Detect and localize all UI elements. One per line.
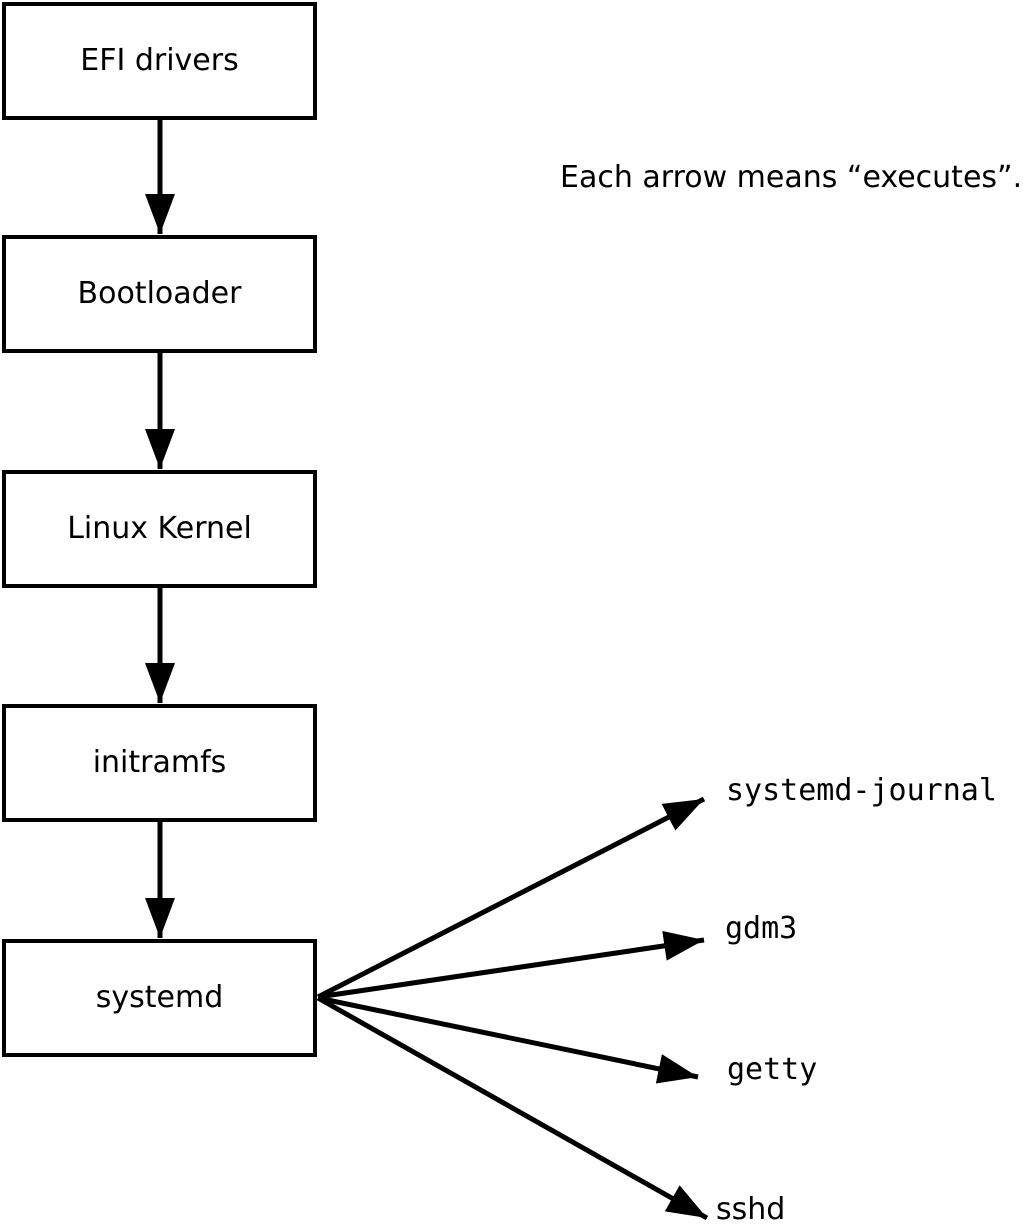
node-linux-kernel: Linux Kernel <box>2 470 317 588</box>
node-initramfs: initramfs <box>2 704 317 822</box>
arrow-systemd-to-journal <box>316 796 706 1000</box>
node-bootloader: Bootloader <box>2 235 317 353</box>
leaf-gdm3: gdm3 <box>725 911 798 946</box>
node-initramfs-label: initramfs <box>92 745 227 780</box>
node-bootloader-label: Bootloader <box>77 276 242 311</box>
arrow-systemd-to-getty <box>317 995 699 1084</box>
node-linux-kernel-label: Linux Kernel <box>67 511 252 546</box>
node-systemd: systemd <box>2 939 317 1057</box>
node-efi-drivers: EFI drivers <box>2 2 317 120</box>
node-efi-drivers-label: EFI drivers <box>80 43 239 78</box>
leaf-systemd-journal: systemd-journal <box>726 773 997 808</box>
leaf-getty: getty <box>727 1052 818 1087</box>
leaf-sshd: sshd <box>716 1192 786 1227</box>
arrow-systemd-to-sshd <box>316 995 709 1221</box>
arrow-systemd-to-gdm3 <box>317 931 705 1000</box>
arrow-meaning-note: Each arrow means “executes”. <box>560 160 1023 195</box>
node-systemd-label: systemd <box>95 980 224 1015</box>
